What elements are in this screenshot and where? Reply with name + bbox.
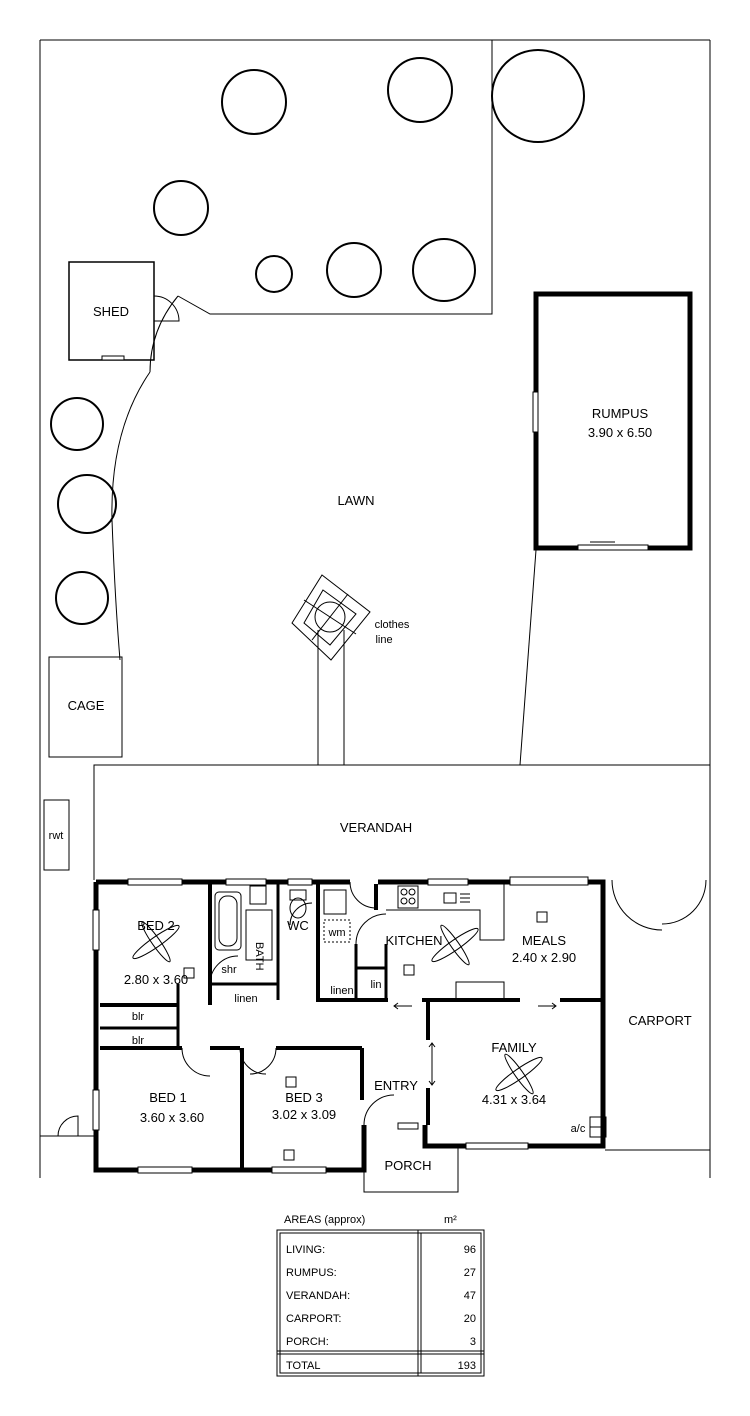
ac-label: a/c [571, 1123, 586, 1135]
bed1-size: 3.60 x 3.60 [140, 1110, 204, 1125]
areas-row-label: LIVING: [286, 1244, 325, 1256]
porch: PORCH [363, 1122, 459, 1193]
areas-row-label: VERANDAH: [286, 1290, 350, 1302]
garden-bed [149, 40, 493, 373]
rumpus: RUMPUS 3.90 x 6.50 [532, 291, 693, 551]
verandah: VERANDAH [93, 764, 710, 880]
areas-total-value: 193 [458, 1360, 476, 1372]
bed3-label: BED 3 [285, 1090, 323, 1105]
blr-label-2: blr [132, 1035, 145, 1047]
wc-label: WC [287, 918, 309, 933]
slide-arrows [393, 1002, 557, 1086]
rumpus-label: RUMPUS [592, 406, 649, 421]
areas-title: AREAS (approx) [284, 1214, 365, 1226]
areas-row-label: PORCH: [286, 1336, 329, 1348]
linen-laundry-label: linen [330, 985, 353, 997]
wm-label: wm [327, 927, 345, 939]
bed2-label: BED 2 [137, 918, 175, 933]
areas-row-label: RUMPUS: [286, 1267, 337, 1279]
ceiling-lights [183, 911, 548, 1161]
tree-icon [50, 397, 104, 451]
lawn-label: LAWN [337, 493, 374, 508]
tree-icon [55, 571, 109, 625]
rumpus-size: 3.90 x 6.50 [588, 425, 652, 440]
tree-icon [153, 180, 209, 236]
kitchen-label: KITCHEN [385, 933, 442, 948]
areas-row-value: 47 [464, 1290, 476, 1302]
light-icon [283, 1149, 295, 1161]
light-icon [183, 967, 195, 979]
paths [111, 371, 537, 766]
bath-label: BATH [253, 942, 265, 971]
areas-row-value: 20 [464, 1313, 476, 1325]
light-icon [536, 911, 548, 923]
clothes-line: clothes line [291, 574, 410, 661]
windows [92, 876, 589, 1174]
shr-label: shr [221, 964, 237, 976]
trees [50, 49, 585, 625]
areas-total-label: TOTAL [286, 1360, 320, 1372]
areas-row-value: 27 [464, 1267, 476, 1279]
shed: SHED [68, 261, 180, 361]
tree-icon [412, 238, 476, 302]
ceiling-fan-icon [431, 924, 479, 966]
tree-icon [221, 69, 287, 135]
cage: CAGE [48, 656, 123, 758]
site-boundary [39, 39, 711, 1178]
light-icon [285, 1076, 297, 1088]
areas-row-label: CARPORT: [286, 1313, 341, 1325]
blr-label-1: blr [132, 1011, 145, 1023]
meals-label: MEALS [522, 933, 566, 948]
rwt-label: rwt [49, 830, 64, 842]
tree-icon [326, 242, 382, 298]
areas-unit: m² [444, 1214, 457, 1226]
areas-row-value: 96 [464, 1244, 476, 1256]
tree-icon [57, 474, 117, 534]
clothes-line-label-1: clothes [375, 619, 410, 631]
areas-table: AREAS (approx) m² LIVING: 96 RUMPUS: 27 … [276, 1214, 485, 1377]
rainwater-tank: rwt [43, 799, 70, 871]
meals-size: 2.40 x 2.90 [512, 950, 576, 965]
areas-row-value: 3 [470, 1336, 476, 1348]
bed2-size: 2.80 x 3.60 [124, 972, 188, 987]
tree-icon [387, 57, 453, 123]
shed-label: SHED [93, 304, 129, 319]
carport-label: CARPORT [628, 1013, 691, 1028]
entry-label: ENTRY [374, 1078, 418, 1093]
bed1-label: BED 1 [149, 1090, 187, 1105]
fixtures [214, 884, 607, 1138]
ceiling-fan-icon [132, 921, 180, 963]
family-size: 4.31 x 3.64 [482, 1092, 546, 1107]
ceiling-fans [132, 921, 543, 1095]
lin-label: lin [370, 979, 381, 991]
porch-label: PORCH [385, 1158, 432, 1173]
cage-label: CAGE [68, 698, 105, 713]
tree-icon [255, 255, 293, 293]
room-labels: BED 2 2.80 x 3.60 BATH shr linen WC wm l… [124, 918, 586, 1135]
ceiling-fan-icon [495, 1053, 543, 1095]
doors [57, 881, 395, 1137]
light-icon [403, 964, 415, 976]
carport: CARPORT [611, 879, 707, 1028]
verandah-label: VERANDAH [340, 820, 412, 835]
clothes-line-label-2: line [375, 634, 392, 646]
bed3-size: 3.02 x 3.09 [272, 1107, 336, 1122]
linen-bath-label: linen [234, 993, 257, 1005]
family-label: FAMILY [491, 1040, 537, 1055]
tree-icon [491, 49, 585, 143]
